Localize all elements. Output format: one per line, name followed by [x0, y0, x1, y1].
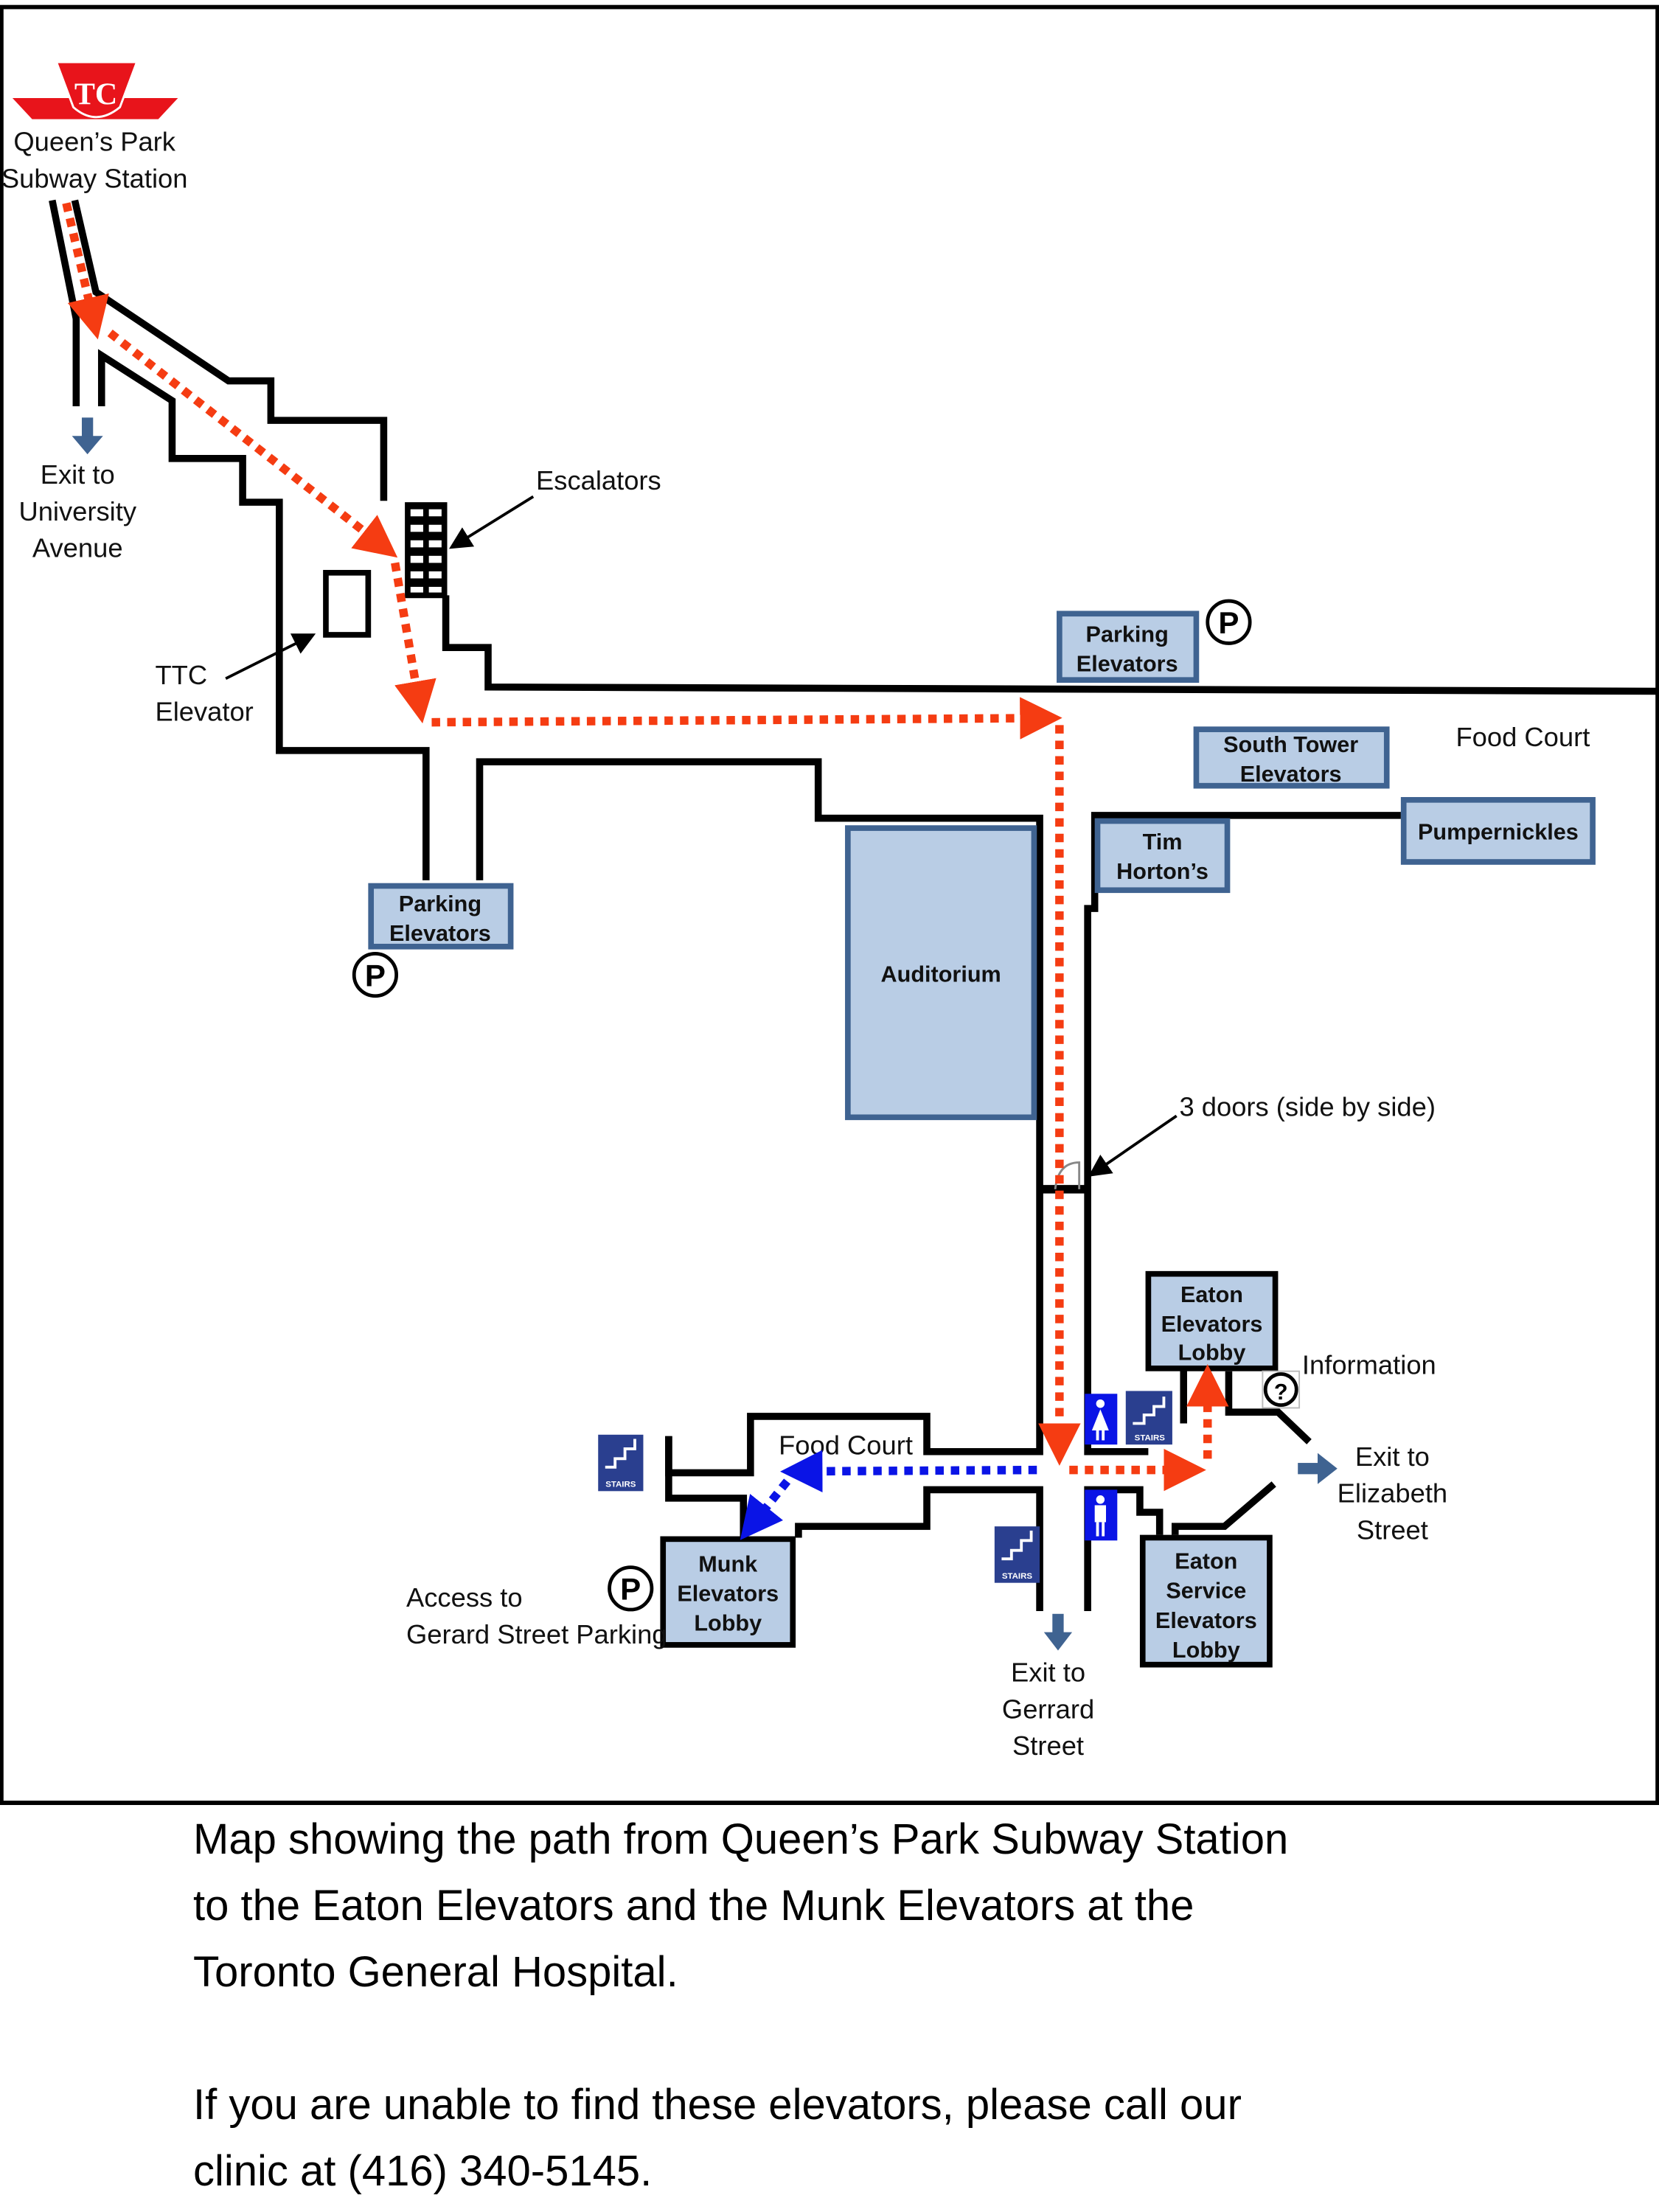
ttc-elevator-pointer — [225, 633, 316, 680]
svg-text:STAIRS: STAIRS — [1002, 1572, 1033, 1581]
svg-text:TC: TC — [74, 77, 117, 112]
exit-gerrard-label-2: Gerrard — [1002, 1694, 1094, 1724]
munk-elevators-box — [660, 1536, 796, 1648]
parking-north-label-1: Parking — [1086, 622, 1169, 647]
svg-text:STAIRS: STAIRS — [1135, 1433, 1166, 1442]
auditorium-box — [845, 825, 1037, 1121]
exit-elizabeth-label-3: Street — [1357, 1514, 1428, 1545]
exit-arrow-icon — [1043, 1613, 1073, 1651]
eaton-label-1: Eaton — [1180, 1282, 1243, 1307]
eaton-service-label-3: Elevators — [1155, 1608, 1257, 1633]
pumpernickles-box — [1400, 796, 1596, 865]
eaton-service-elevators-box — [1139, 1534, 1273, 1668]
caption-line: Toronto General Hospital. — [193, 1948, 678, 1996]
eaton-label-3: Lobby — [1178, 1340, 1246, 1365]
map-caption: Map showing the path from Queen’s Park S… — [193, 1806, 1594, 2205]
eaton-service-label-2: Service — [1166, 1579, 1246, 1604]
three-doors-pointer — [1088, 1114, 1178, 1177]
parking-west-label-1: Parking — [399, 891, 481, 917]
route-to-munk — [740, 1450, 1037, 1540]
parking-icon: P — [608, 1565, 654, 1612]
stairs-icon: STAIRS — [994, 1526, 1040, 1583]
exit-arrow-icon — [72, 417, 103, 455]
parking-icon: P — [352, 951, 399, 998]
exit-university-label-1: Exit to — [41, 459, 115, 490]
womens-restroom-icon — [1085, 1394, 1118, 1445]
parking-elevators-north-box — [1057, 611, 1200, 684]
exit-arrow-icon — [1298, 1453, 1338, 1484]
escalators-pointer — [448, 495, 535, 549]
corridor-walls — [49, 199, 1659, 1611]
caption-line: clinic at (416) 340-5145. — [193, 2147, 653, 2195]
ttc-elevator-label-1: TTC — [155, 660, 207, 690]
escalators-icon — [405, 502, 448, 599]
munk-label-2: Elevators — [677, 1582, 779, 1607]
south-tower-elevators-box — [1193, 726, 1390, 789]
mens-restroom-icon — [1085, 1489, 1118, 1541]
gerard-parking-label-1: Access to — [406, 1582, 523, 1613]
gerard-parking-label-2: Gerard Street Parking — [406, 1619, 667, 1649]
svg-text:P: P — [365, 958, 386, 992]
exit-university-label-2: University — [18, 496, 136, 526]
exit-gerrard-label-3: Street — [1012, 1731, 1084, 1761]
pumpernickles-label: Pumpernickles — [1418, 819, 1579, 844]
caption-line: to the Eaton Elevators and the Munk Elev… — [193, 1882, 1194, 1930]
svg-text:P: P — [620, 1572, 641, 1607]
munk-label-1: Munk — [698, 1551, 758, 1576]
parking-west-label-2: Elevators — [389, 921, 491, 946]
ttc-logo-icon: TC — [12, 60, 178, 119]
eaton-label-2: Elevators — [1161, 1312, 1263, 1337]
parking-north-label-2: Elevators — [1077, 652, 1178, 677]
south-tower-label-1: South Tower — [1223, 732, 1358, 757]
auditorium-label: Auditorium — [881, 962, 1001, 987]
svg-text:P: P — [1218, 605, 1239, 640]
munk-label-3: Lobby — [694, 1611, 762, 1636]
exit-elizabeth-label-1: Exit to — [1355, 1441, 1430, 1472]
parking-icon: P — [1206, 599, 1252, 645]
tim-hortons-box — [1094, 818, 1231, 894]
svg-text:?: ? — [1274, 1380, 1288, 1405]
escalators-label: Escalators — [536, 465, 661, 495]
eaton-service-label-1: Eaton — [1175, 1549, 1237, 1574]
exit-university-label-3: Avenue — [32, 533, 123, 563]
station-name-line1: Queen’s Park — [13, 127, 175, 157]
three-doors-label: 3 doors (side by side) — [1179, 1091, 1435, 1121]
parking-elevators-west-box — [368, 883, 514, 950]
food-court-south-label: Food Court — [779, 1430, 913, 1461]
south-tower-label-2: Elevators — [1240, 762, 1342, 787]
ttc-elevator-box — [323, 569, 372, 638]
food-court-north-label: Food Court — [1455, 722, 1590, 752]
exit-elizabeth-label-2: Elizabeth — [1338, 1478, 1448, 1509]
information-label: Information — [1302, 1350, 1436, 1380]
stairs-icon: STAIRS — [598, 1434, 644, 1492]
svg-text:STAIRS: STAIRS — [605, 1481, 636, 1489]
tim-hortons-label-1: Tim — [1143, 830, 1183, 855]
eaton-elevators-box — [1145, 1270, 1279, 1371]
caption-line: If you are unable to find these elevator… — [193, 2081, 1242, 2129]
ttc-elevator-label-2: Elevator — [155, 697, 253, 727]
stairs-icon: STAIRS — [1125, 1391, 1172, 1445]
eaton-service-label-4: Lobby — [1172, 1638, 1240, 1663]
exit-gerrard-label-1: Exit to — [1011, 1658, 1085, 1688]
caption-line: Map showing the path from Queen’s Park S… — [193, 1815, 1289, 1863]
route-to-eaton — [62, 202, 1229, 1492]
information-icon: ? — [1262, 1370, 1301, 1409]
tim-hortons-label-2: Horton’s — [1116, 859, 1208, 884]
station-name-line2: Subway Station — [1, 163, 188, 193]
